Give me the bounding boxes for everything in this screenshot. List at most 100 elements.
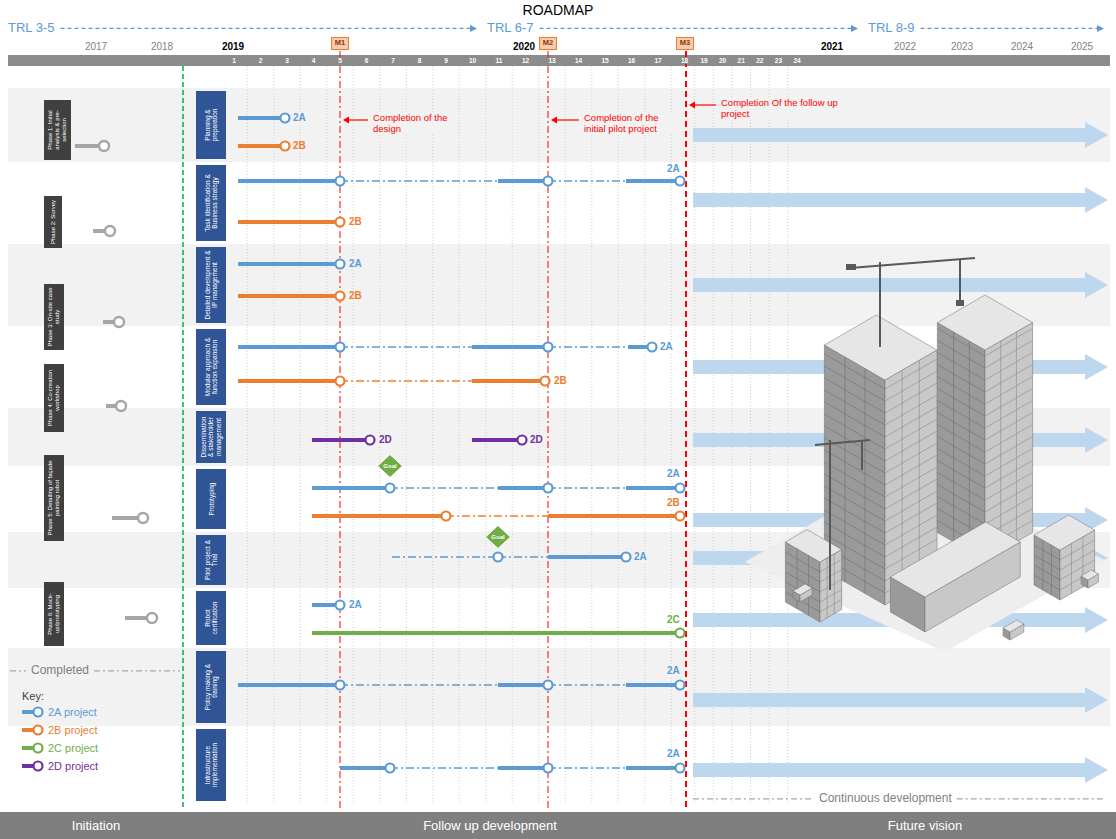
- milestone-dot: [336, 601, 345, 610]
- window-column: [827, 558, 828, 618]
- project-bar: [312, 601, 345, 610]
- floor-line: [985, 425, 1033, 453]
- milestone-dot: [386, 764, 395, 773]
- building-illustration: [745, 258, 1105, 652]
- legend-swatch: [22, 726, 43, 735]
- bar-segment: [312, 631, 680, 635]
- workstream-box: Detailed development & IP management: [196, 247, 226, 323]
- dash-rule: [94, 670, 180, 671]
- row-band: [8, 88, 1110, 162]
- floor-line: [985, 413, 1033, 441]
- floor-line: [1060, 550, 1095, 570]
- dash-rule: [10, 670, 26, 671]
- month-number: 4: [311, 57, 317, 64]
- bar-link: [340, 346, 472, 347]
- floor-line: [937, 449, 985, 477]
- milestone-label: M2: [543, 39, 553, 48]
- phase-label: Phase 2: Survey: [50, 199, 57, 245]
- year-label: 2019: [222, 41, 244, 53]
- project-tag: 2A: [666, 665, 681, 677]
- floor-line: [885, 503, 937, 533]
- phase-marker-dot: [147, 613, 157, 623]
- window-column: [902, 370, 903, 595]
- crane-member: [850, 258, 975, 268]
- building-block: [937, 295, 1032, 560]
- floor-line: [937, 365, 985, 393]
- floor-line: [937, 389, 985, 417]
- floor-line: [985, 341, 1033, 369]
- floor-line: [820, 600, 842, 613]
- floor-line: [1034, 565, 1060, 580]
- floor-line: [885, 467, 937, 497]
- project-tag: 2A: [666, 748, 681, 760]
- bar-link: [340, 684, 498, 685]
- crane-member: [879, 262, 881, 347]
- floor-line: [785, 552, 820, 572]
- workstream-label: Task identification & Business strategy: [204, 168, 219, 238]
- window-column: [969, 341, 970, 551]
- phase-marker-line: [103, 320, 114, 324]
- milestone-tag: M3: [676, 37, 694, 50]
- grid-line: [353, 66, 354, 804]
- project-bar: [238, 142, 290, 151]
- bar-link: [548, 684, 626, 685]
- phase-marker-dot: [114, 317, 124, 327]
- floor-line: [820, 590, 842, 603]
- workstream-box: Infrastructure implementation: [196, 729, 226, 801]
- bar-link: [498, 556, 548, 557]
- year-label: 2017: [85, 41, 107, 53]
- workstream-box: Task identification & Business strategy: [196, 165, 226, 241]
- floor-line: [985, 329, 1033, 357]
- grid-line: [326, 66, 327, 804]
- milestone-dot: [676, 484, 685, 493]
- bar-segment: [498, 683, 548, 687]
- bar-segment: [626, 486, 680, 490]
- floor-line: [885, 419, 937, 449]
- month-number: 14: [574, 57, 583, 64]
- bar-segment: [498, 179, 548, 183]
- bar-segment: [498, 486, 548, 490]
- phase-marker-line: [75, 144, 99, 148]
- window-column: [1042, 540, 1043, 590]
- milestone-note: Completion of the initial pilot project: [583, 113, 673, 135]
- project-tag: 2A: [348, 258, 363, 270]
- window-column: [1016, 332, 1017, 542]
- month-number: 7: [390, 57, 396, 64]
- floor-line: [885, 455, 937, 485]
- dash-rule: [957, 798, 1105, 799]
- month-number: 24: [792, 57, 801, 64]
- phase-marker-dot: [138, 513, 148, 523]
- milestone-label: M1: [335, 39, 345, 48]
- floor-line: [885, 383, 937, 413]
- milestone-dot: [676, 512, 685, 521]
- workstream-label: Infrastructure implementation: [204, 732, 219, 798]
- bar-segment: [472, 438, 522, 442]
- grid-line: [300, 66, 301, 804]
- key-heading: Key:: [22, 690, 44, 703]
- month-number: 12: [521, 57, 530, 64]
- row-band: [8, 244, 1110, 326]
- phase-marker-dot: [99, 141, 109, 151]
- bar-segment: [238, 345, 340, 349]
- diagram-title: ROADMAP: [523, 2, 594, 18]
- year-label: 2021: [821, 41, 843, 53]
- phase-label: Phase 4: Co-creation workshop: [47, 367, 61, 429]
- goal-label: Goal: [491, 534, 504, 541]
- project-bar: [392, 553, 631, 562]
- milestone-dot: [281, 142, 290, 151]
- grid-line: [644, 66, 645, 804]
- building-roof: [1003, 620, 1024, 632]
- floor-line: [985, 377, 1033, 405]
- project-bar: [312, 629, 685, 638]
- window-column: [1051, 545, 1052, 595]
- floor-line: [785, 562, 820, 582]
- month-number: 5: [337, 57, 343, 64]
- diamond-outline: [378, 455, 403, 478]
- grid-line: [406, 66, 407, 804]
- grid-line: [671, 66, 672, 804]
- project-bar: [238, 681, 685, 690]
- building-block: [1034, 515, 1095, 600]
- phase-box: Phase 2: Survey: [44, 196, 62, 248]
- bar-segment: [238, 116, 285, 120]
- milestone-line: [340, 51, 341, 808]
